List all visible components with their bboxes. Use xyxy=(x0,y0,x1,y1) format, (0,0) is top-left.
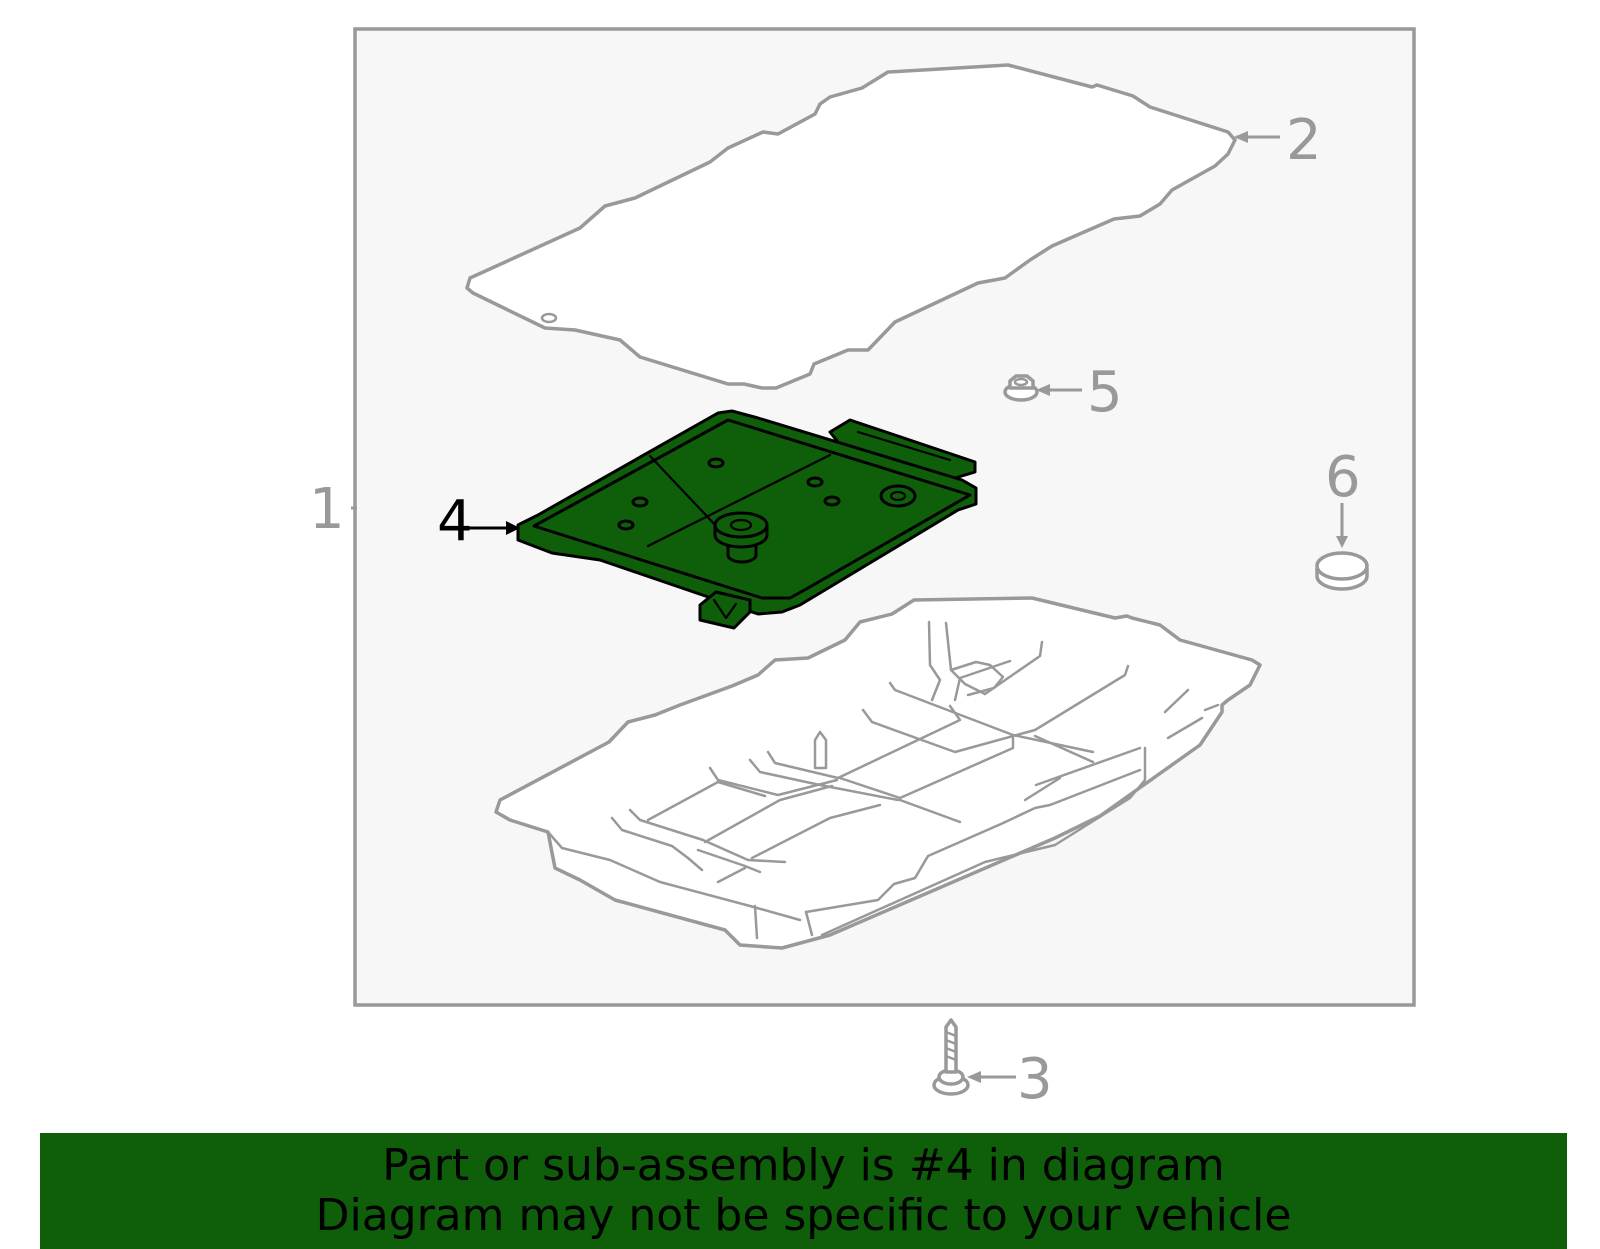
callout-6[interactable]: 6 xyxy=(1325,445,1361,510)
part-1-oil-pan[interactable] xyxy=(494,596,1262,950)
info-banner: Part or sub-assembly is #4 in diagram Di… xyxy=(40,1133,1567,1249)
callout-2[interactable]: 2 xyxy=(1286,108,1322,173)
part-2-gasket[interactable] xyxy=(465,63,1237,390)
callout-5[interactable]: 5 xyxy=(1087,360,1123,425)
callout-3[interactable]: 3 xyxy=(1017,1047,1053,1112)
part-4-filter[interactable] xyxy=(516,409,978,630)
banner-line-part: Part or sub-assembly is #4 in diagram xyxy=(382,1140,1225,1191)
part-5-nut[interactable] xyxy=(1003,374,1039,402)
callout-1[interactable]: 1 xyxy=(309,477,345,542)
part-3-bolt[interactable] xyxy=(932,1018,970,1096)
part-6-plug[interactable] xyxy=(1315,551,1369,591)
banner-line-disclaimer: Diagram may not be specific to your vehi… xyxy=(315,1190,1292,1241)
arrowheads xyxy=(506,131,1348,1083)
callout-4[interactable]: 4 xyxy=(437,489,473,554)
